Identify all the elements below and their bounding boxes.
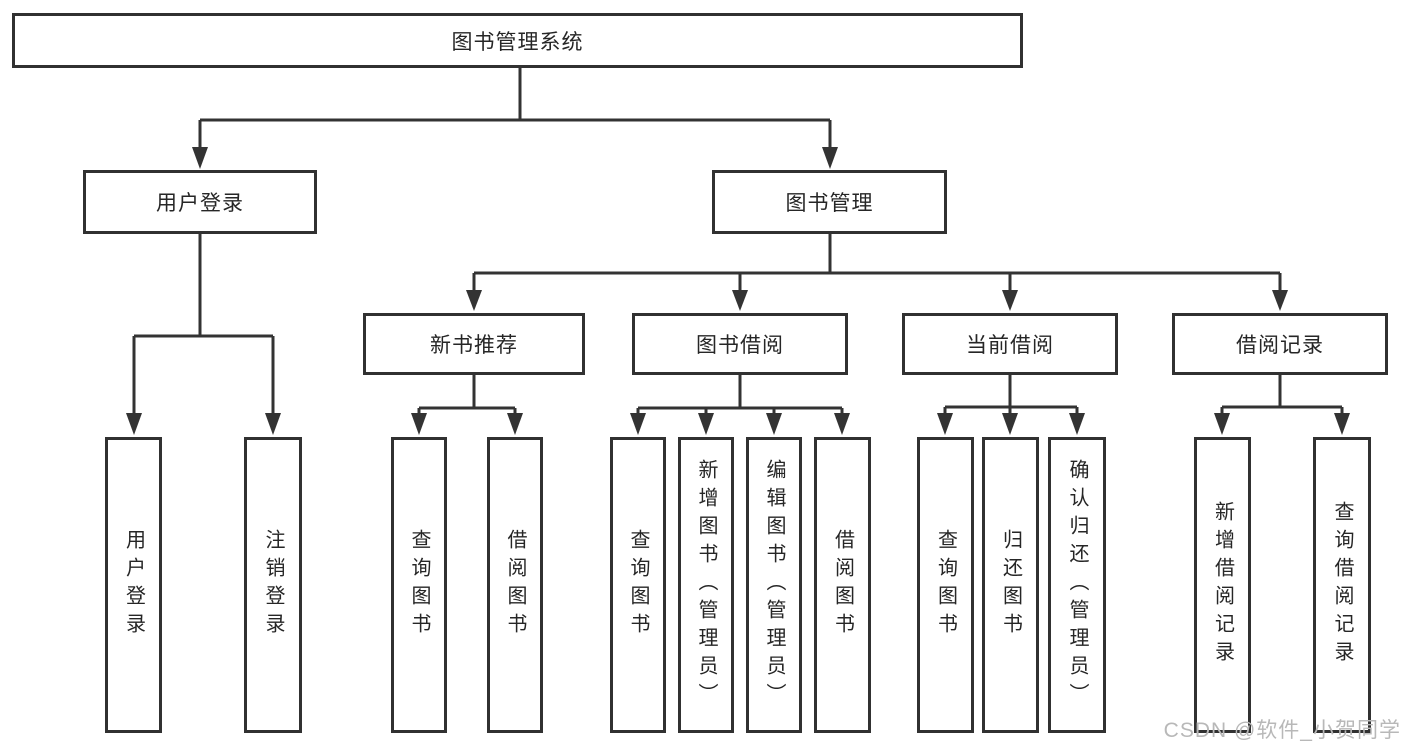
connector-book-mgmt-subtree bbox=[466, 234, 1288, 311]
node-book-management: 图书管理 bbox=[712, 170, 947, 234]
leaf-borrow-edit-books: 编辑图书（管理员） bbox=[746, 437, 802, 733]
connector-user-login-subtree bbox=[126, 234, 281, 435]
watermark: CSDN @软件_小贺同学 bbox=[1163, 719, 1401, 742]
leaf-borrow-borrow-books-label: 借阅图书 bbox=[831, 529, 854, 641]
node-book-borrow: 图书借阅 bbox=[632, 313, 848, 375]
connector-borrow-records-subtree bbox=[1214, 375, 1350, 435]
node-root: 图书管理系统 bbox=[12, 13, 1023, 68]
leaf-current-confirm-return-label: 确认归还（管理员） bbox=[1066, 459, 1088, 711]
connector-current-borrow-subtree bbox=[937, 375, 1085, 435]
leaf-current-confirm-return: 确认归还（管理员） bbox=[1048, 437, 1106, 733]
leaf-current-query-books: 查询图书 bbox=[917, 437, 974, 733]
leaf-records-add-record: 新增借阅记录 bbox=[1194, 437, 1251, 733]
leaf-logout-label: 注销登录 bbox=[262, 529, 284, 641]
connector-new-book-recommend-subtree bbox=[411, 375, 523, 435]
leaf-records-query-record-label: 查询借阅记录 bbox=[1331, 501, 1353, 669]
leaf-newrec-query-books-label: 查询图书 bbox=[408, 529, 430, 641]
leaf-user-login-label: 用户登录 bbox=[122, 529, 145, 641]
leaf-current-query-books-label: 查询图书 bbox=[934, 529, 957, 641]
leaf-records-query-record: 查询借阅记录 bbox=[1313, 437, 1371, 733]
leaf-borrow-query-books-label: 查询图书 bbox=[627, 529, 649, 641]
leaf-user-login: 用户登录 bbox=[105, 437, 162, 733]
node-current-borrow: 当前借阅 bbox=[902, 313, 1118, 375]
leaf-borrow-add-books-label: 新增图书（管理员） bbox=[695, 459, 717, 711]
leaf-borrow-borrow-books: 借阅图书 bbox=[814, 437, 871, 733]
leaf-borrow-edit-books-label: 编辑图书（管理员） bbox=[763, 459, 785, 711]
leaf-borrow-add-books: 新增图书（管理员） bbox=[678, 437, 734, 733]
leaf-current-return-books: 归还图书 bbox=[982, 437, 1039, 733]
leaf-records-add-record-label: 新增借阅记录 bbox=[1211, 501, 1234, 669]
node-new-book-recommend: 新书推荐 bbox=[363, 313, 585, 375]
leaf-newrec-query-books: 查询图书 bbox=[391, 437, 447, 733]
leaf-newrec-borrow-books-label: 借阅图书 bbox=[504, 529, 526, 641]
leaf-newrec-borrow-books: 借阅图书 bbox=[487, 437, 543, 733]
leaf-current-return-books-label: 归还图书 bbox=[999, 529, 1022, 641]
connector-book-borrow-subtree bbox=[630, 375, 850, 435]
connector-root-to-level2 bbox=[192, 68, 838, 169]
leaf-borrow-query-books: 查询图书 bbox=[610, 437, 666, 733]
node-user-login: 用户登录 bbox=[83, 170, 317, 234]
node-borrow-records: 借阅记录 bbox=[1172, 313, 1388, 375]
leaf-logout: 注销登录 bbox=[244, 437, 302, 733]
